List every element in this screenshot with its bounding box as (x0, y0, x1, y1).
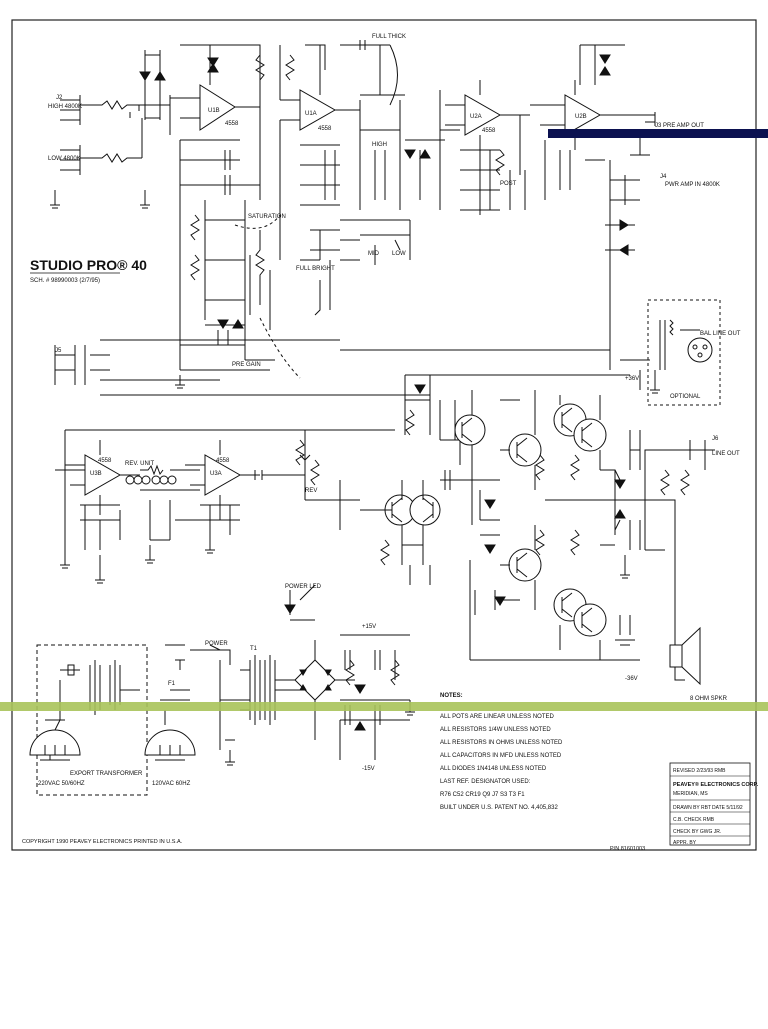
export-transformer-label: EXPORT TRANSFORMER (70, 771, 143, 777)
note-line: ALL CAPACITORS IN MFD UNLESS NOTED (440, 753, 562, 759)
j3-label: J3 (655, 123, 662, 129)
power-switch-label: POWER (205, 641, 228, 647)
saturation-label: SATURATION (248, 214, 286, 220)
u2a-label: U2A (470, 114, 482, 120)
reverb-label: REV (305, 488, 317, 494)
document-subtitle: SCH. # 98990003 (2/7/95) (30, 278, 100, 284)
company-label: PEAVEY® ELECTRONICS CORP. (673, 781, 759, 788)
revised-label: REVISED 2/23/93 RMB (673, 768, 726, 774)
reverb-wiring (54, 339, 430, 584)
j6-label: J6 (712, 436, 719, 442)
note-line: R76 C52 CR19 Q9 J7 S3 T3 F1 (440, 792, 525, 798)
transformer-label: T1 (250, 646, 258, 652)
note-line: LAST REF. DESIGNATOR USED: (440, 779, 531, 785)
u3a-part-label: 4558 (216, 458, 230, 464)
j4-label: J4 (660, 174, 667, 180)
low-label: LOW (392, 251, 406, 257)
title-block: REVISED 2/23/93 RMB PEAVEY® ELECTRONICS … (669, 762, 759, 846)
j5-label: J5 (55, 348, 62, 354)
note-line: ALL RESISTORS IN OHMS UNLESS NOTED (440, 740, 563, 746)
date-label: DATE 5/11/92 (712, 805, 743, 811)
mains-domestic-label: 120VAC 60HZ (152, 781, 191, 787)
note-line: ALL POTS ARE LINEAR UNLESS NOTED (440, 714, 554, 720)
rev-unit-label: REV. UNIT (125, 461, 154, 467)
plus-15-label: +15V (362, 624, 376, 630)
plus-36-label: +36V (625, 376, 639, 382)
appr-by-label: APPR. BY (673, 840, 697, 846)
minus-15-label: -15V (362, 766, 375, 772)
input-high-label: HIGH 4800K (48, 104, 82, 110)
green-marker-stroke (0, 702, 768, 711)
u3b-label: U3B (90, 471, 102, 477)
optional-label: OPTIONAL (670, 394, 701, 400)
blue-marker-stroke (548, 129, 768, 138)
power-led-label: POWER LED (285, 584, 322, 590)
j2-label: J2 (56, 95, 63, 101)
mains-export-label: 220VAC 50/60HZ (38, 781, 85, 787)
u1a-part-label: 4558 (318, 126, 332, 132)
preamp-out-label: PRE AMP OUT (663, 123, 704, 129)
post-label: POST (500, 181, 517, 187)
input-low-label: LOW 4800K (48, 156, 81, 162)
part-number-label: P/N 81601003 (610, 846, 645, 852)
power-amp-wiring (360, 299, 721, 686)
speaker-label: 8 OHM SPKR (690, 696, 728, 702)
power-supply-wiring (29, 584, 415, 796)
bal-line-out-label: BAL LINE OUT (700, 331, 741, 337)
component-labels: HIGH 4800K LOW 4800K J2 U1B 4558 U1A 455… (38, 34, 741, 787)
note-line: ALL DIODES 1N4148 UNLESS NOTED (440, 766, 547, 772)
u1b-part-label: 4558 (225, 121, 239, 127)
minus-36-label: -36V (625, 676, 638, 682)
pre-gain-label: PRE GAIN (232, 362, 261, 368)
note-line: BUILT UNDER U.S. PATENT NO. 4,405,832 (440, 805, 558, 811)
pwr-amp-in-label: PWR AMP IN 4800K (665, 182, 720, 188)
document-title: STUDIO PRO® 40 (30, 257, 147, 273)
copyright-label: COPYRIGHT 1990 PEAVEY ELECTRONICS PRINTE… (22, 839, 183, 845)
u3a-label: U3A (210, 471, 222, 477)
u3b-part-label: 4558 (98, 458, 112, 464)
u1b-label: U1B (208, 108, 220, 114)
u1a-label: U1A (305, 111, 317, 117)
notes-heading: NOTES: (440, 693, 463, 699)
line-out-label: LINE OUT (712, 451, 740, 457)
full-thick-label: FULL THICK (372, 34, 406, 40)
high-label: HIGH (372, 142, 387, 148)
u2b-label: U2B (575, 114, 587, 120)
notes-block: NOTES: ALL POTS ARE LINEAR UNLESS NOTED … (440, 693, 563, 811)
mid-label: MID (368, 251, 380, 257)
bright-label: FULL BRIGHT (296, 266, 335, 272)
location-label: MERIDIAN, MS (673, 791, 708, 797)
drawn-by-label: DRAWN BY RBT (673, 805, 711, 811)
cb-check-label: C.B. CHECK RMB (673, 817, 715, 823)
preamp-wiring (50, 40, 656, 389)
fuse-label: F1 (168, 681, 176, 687)
note-line: ALL RESISTORS 1/4W UNLESS NOTED (440, 727, 551, 733)
check-by-label: CHECK BY GWG JR. (673, 829, 721, 835)
u2a-part-label: 4558 (482, 128, 496, 134)
